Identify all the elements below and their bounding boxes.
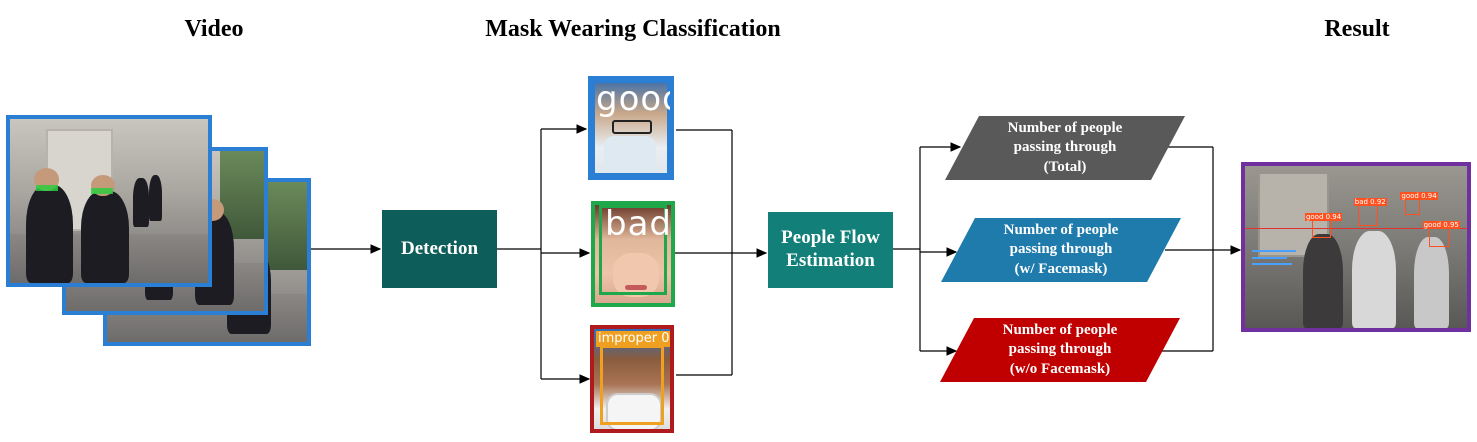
face-improper: improper 0 bbox=[590, 325, 674, 433]
result-label-good1: good 0.94 bbox=[1304, 212, 1343, 221]
output-with-mask-line1: Number of people bbox=[1003, 221, 1119, 238]
output-with-mask-line2: passing through bbox=[1009, 241, 1113, 258]
detection-box: Detection bbox=[382, 210, 497, 288]
output-total-line3: (Total) bbox=[1043, 158, 1087, 175]
video-frame-front bbox=[6, 115, 212, 287]
output-without-mask-line3: (w/o Facemask) bbox=[1009, 360, 1111, 377]
flow-label-line1: People Flow bbox=[781, 227, 880, 249]
output-without-mask: Number of people passing through (w/o Fa… bbox=[940, 318, 1180, 382]
face-good-label: good bbox=[596, 79, 670, 119]
result-label-good3: good 0.95 bbox=[1422, 221, 1460, 230]
output-with-mask: Number of people passing through (w/ Fac… bbox=[941, 218, 1181, 282]
output-with-mask-shape bbox=[941, 218, 1181, 282]
person-2 bbox=[81, 191, 129, 283]
output-without-mask-shape bbox=[940, 318, 1180, 382]
flow-label-line2: Estimation bbox=[786, 250, 875, 271]
output-total-line1: Number of people bbox=[1007, 119, 1123, 136]
result-label-good2: good 0.94 bbox=[1400, 191, 1438, 200]
person-1 bbox=[25, 184, 74, 283]
output-total-shape bbox=[945, 116, 1185, 180]
people-flow-estimation-box: People Flow Estimation bbox=[768, 212, 893, 288]
result-image: good 0.94 bad 0.92 good 0.94 good 0.95 bbox=[1241, 162, 1471, 332]
result-label-bad1: bad 0.92 bbox=[1353, 198, 1387, 207]
output-without-mask-line2: passing through bbox=[1008, 341, 1112, 358]
output-total: Number of people passing through (Total) bbox=[945, 116, 1185, 180]
heading-mask-wearing-classification: Mask Wearing Classification bbox=[485, 16, 781, 42]
heading-video: Video bbox=[184, 16, 244, 42]
face-bad-label: bad bbox=[605, 204, 672, 244]
result-person-1 bbox=[1302, 234, 1343, 328]
result-person-3 bbox=[1413, 237, 1450, 328]
output-total-line2: passing through bbox=[1013, 139, 1117, 156]
face-bad: bad bbox=[591, 201, 675, 307]
face-good: good bbox=[588, 76, 674, 180]
output-without-mask-line1: Number of people bbox=[1002, 321, 1118, 338]
output-with-mask-line3: (w/ Facemask) bbox=[1014, 260, 1108, 277]
result-person-2 bbox=[1351, 230, 1396, 328]
detection-label: Detection bbox=[400, 237, 479, 259]
face-improper-label: improper 0 bbox=[596, 331, 670, 347]
heading-result: Result bbox=[1324, 16, 1390, 42]
